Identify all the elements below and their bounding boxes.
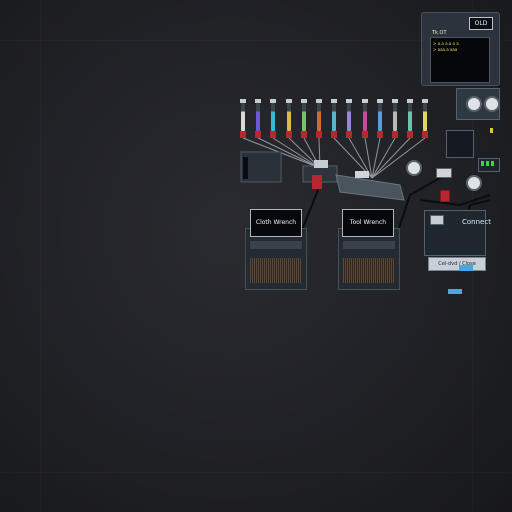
syringe-valve[interactable]: [422, 131, 428, 138]
syringe[interactable]: [256, 103, 260, 131]
syringe-valve[interactable]: [346, 131, 352, 138]
unit-bar: [343, 241, 395, 249]
tube-line: [371, 137, 426, 179]
storage-unit-right[interactable]: [338, 228, 400, 290]
syringe-cap: [270, 99, 276, 103]
blue-indicator: [448, 289, 462, 294]
valve-knob-icon[interactable]: [484, 96, 500, 112]
syringe[interactable]: [287, 103, 291, 131]
storage-unit-left[interactable]: [245, 228, 307, 290]
syringe-valve[interactable]: [407, 131, 413, 138]
syringe-cap: [240, 99, 246, 103]
syringe-cap: [301, 99, 307, 103]
tube-line: [371, 137, 411, 179]
syringe-cap: [377, 99, 383, 103]
syringe-cap: [362, 99, 368, 103]
status-led-green: [491, 161, 494, 166]
syringe-cap: [255, 99, 261, 103]
syringe[interactable]: [332, 103, 336, 131]
syringe[interactable]: [241, 103, 245, 131]
control-box: [446, 130, 474, 158]
tube-line: [257, 137, 321, 169]
red-valve[interactable]: [440, 190, 450, 202]
bottom-control-bar[interactable]: Cel-dvd / Close: [428, 257, 486, 271]
syringe-valve[interactable]: [331, 131, 337, 138]
syringe[interactable]: [363, 103, 367, 131]
syringe-valve[interactable]: [255, 131, 261, 138]
unit-slats: [343, 258, 395, 283]
monitor-tab[interactable]: OLD: [469, 17, 493, 30]
connect-button[interactable]: Connect: [462, 218, 491, 226]
status-led-green: [486, 161, 489, 166]
tube-line: [371, 137, 381, 179]
valve-knob-icon[interactable]: [466, 175, 482, 191]
monitor-screen: [430, 37, 490, 83]
syringe-cap: [392, 99, 398, 103]
tube-line: [371, 137, 396, 179]
syringe-cap: [407, 99, 413, 103]
blue-indicator: [459, 265, 473, 271]
syringe[interactable]: [271, 103, 275, 131]
status-led-green: [481, 161, 484, 166]
status-led-yellow: [490, 128, 493, 133]
syringe-valve[interactable]: [270, 131, 276, 138]
port-plug: [430, 215, 444, 225]
tool-wrench-label[interactable]: Tool Wrench: [342, 209, 394, 237]
tube-line: [272, 137, 321, 169]
syringe-valve[interactable]: [286, 131, 292, 138]
syringe-valve[interactable]: [301, 131, 307, 138]
syringe[interactable]: [393, 103, 397, 131]
clamp: [436, 168, 452, 178]
monitor-title: Tk.OT: [432, 30, 447, 36]
syringe-cap: [286, 99, 292, 103]
syringe[interactable]: [423, 103, 427, 131]
syringe[interactable]: [317, 103, 321, 131]
tube-line: [364, 137, 373, 179]
syringe-valve[interactable]: [377, 131, 383, 138]
syringe-cap: [346, 99, 352, 103]
syringe-valve[interactable]: [316, 131, 322, 138]
syringe[interactable]: [302, 103, 306, 131]
syringe-cap: [316, 99, 322, 103]
syringe-cap: [422, 99, 428, 103]
syringe[interactable]: [378, 103, 382, 131]
valve-knob-icon[interactable]: [466, 96, 482, 112]
syringe[interactable]: [408, 103, 412, 131]
syringe-valve[interactable]: [362, 131, 368, 138]
valve-knob-icon[interactable]: [406, 160, 422, 176]
syringe[interactable]: [347, 103, 351, 131]
unit-slats: [250, 258, 302, 283]
monitor-line-2: > aaa.a aaa: [433, 47, 458, 52]
lab-monitor[interactable]: OLD Tk.OT > a.a a.a a a > aaa.a aaa: [421, 12, 500, 86]
syringe-cap: [331, 99, 337, 103]
syringe-valve[interactable]: [392, 131, 398, 138]
syringe-valve[interactable]: [240, 131, 246, 138]
unit-bar: [250, 241, 302, 249]
monitor-line-1: > a.a a.a a a: [433, 41, 459, 46]
cloth-wrench-label[interactable]: Cloth Wrench: [250, 209, 302, 237]
